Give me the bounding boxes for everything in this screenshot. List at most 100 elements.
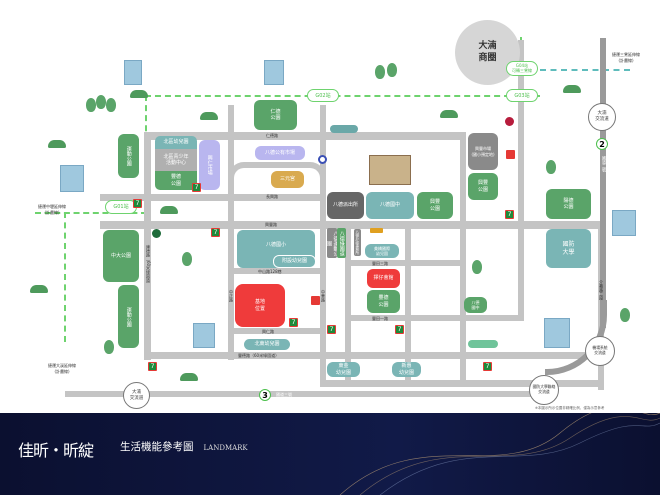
yangde-park: 陽德 公園 — [546, 189, 591, 219]
car-icon — [468, 340, 498, 348]
police-station: 八德派出所 — [327, 192, 364, 219]
convenience-store-icon: 7 — [505, 210, 514, 219]
tree-icon — [104, 340, 114, 354]
highway-2-label: 國道二號 — [602, 156, 607, 172]
convenience-store-icon: 7 — [327, 325, 336, 334]
site-location: 基地 位置 — [235, 284, 285, 327]
mrt-line-top — [145, 95, 540, 97]
road-fengtian3 — [345, 260, 463, 266]
brand-logo: 佳昕・昕綻 — [18, 441, 94, 460]
convenience-store-icon: 7 — [483, 362, 492, 371]
road-label-fengtian3: 豐田三路 — [372, 261, 388, 266]
tree-icon — [620, 308, 630, 322]
building-icon — [124, 60, 142, 85]
bush-icon — [30, 285, 48, 293]
road-v3 — [320, 105, 326, 387]
ok-mart-icon — [506, 150, 515, 159]
building-icon — [612, 210, 636, 236]
road-label-zhonghua: 中華路 — [321, 290, 326, 302]
starbucks-icon — [152, 229, 161, 238]
tree-icon — [182, 252, 192, 266]
tree-icon — [546, 160, 556, 174]
tree-icon — [375, 65, 385, 79]
footer-banner: 佳昕・昕綻 生活機能參考圖 LANDMARK — [0, 413, 660, 495]
bush-icon — [48, 140, 66, 148]
interchange-danan: 大湳 交流道 — [588, 103, 616, 131]
road-fengtian1 — [345, 315, 520, 321]
road-v4 — [345, 225, 351, 385]
xinhui-kindergarten: 新惠 幼兒園 — [392, 362, 421, 377]
mrt-line-daxi — [64, 212, 66, 342]
tree-icon — [106, 98, 116, 112]
station-g03[interactable]: G03站 — [506, 89, 538, 102]
label-sanying-ext: 捷運三鶯延伸線 (計畫線) — [612, 52, 640, 63]
footer-title-row: 生活機能參考圖 LANDMARK — [120, 439, 248, 454]
label-zhongli-ext: 捷運中壢延伸線 (計畫線) — [38, 204, 66, 215]
fengde-park: 豐德 公園 — [155, 171, 197, 190]
building-icon — [60, 165, 84, 192]
rende-park: 仁德 公園 — [254, 100, 297, 130]
road-v5 — [405, 225, 411, 385]
interchange-danan-bottom: 大湳 交流道 — [123, 382, 150, 409]
bush-icon — [200, 112, 218, 120]
road-label-xingren: 興仁路 — [262, 329, 274, 334]
interchange-airport: 機場系統 交流道 — [585, 336, 615, 366]
xingfeng-park: 興豐 公園 — [417, 192, 453, 219]
tree-icon — [86, 98, 96, 112]
road-changxing — [100, 194, 325, 201]
pharmacy-icon — [311, 296, 320, 305]
sports-park-south: 運動公園 — [118, 285, 139, 348]
bush-icon — [440, 110, 458, 118]
bush-icon — [180, 373, 198, 381]
convenience-store-icon: 7 — [289, 318, 298, 327]
convenience-store-icon: 7 — [133, 199, 142, 208]
highway-3-label: 國道三號 — [276, 392, 292, 397]
road-v6 — [460, 132, 466, 387]
road-v2 — [228, 105, 234, 360]
label-daxi-ext: 捷運大溪延伸線 (計畫線) — [48, 363, 76, 374]
building-icon — [193, 323, 215, 348]
building-icon — [544, 318, 570, 348]
xingfeng-park-2: 興豐 公園 — [468, 173, 498, 200]
road-rende — [145, 132, 463, 140]
road-xingren — [228, 328, 323, 334]
bade-junior-high-2: 八德 國中 — [464, 297, 487, 313]
zezai-hall: 擇仔會館 — [367, 269, 400, 288]
disclaimer: ※本圖示所示位置非精確比例，僅為示意參考 — [535, 406, 605, 410]
fengde-park-2: 豐德 公園 — [367, 290, 400, 313]
road-label-xingfeng: 興豐路 — [265, 222, 277, 227]
road-label-rende: 仁德路 — [266, 133, 278, 138]
market-reserved: 興豐市場 (國小預定地) — [468, 133, 498, 170]
highway-2-shield: 2 — [596, 138, 608, 150]
wave-decoration — [339, 413, 660, 495]
store-icon — [505, 117, 514, 126]
mrt-line-mid — [35, 212, 147, 214]
road-v8 — [518, 40, 524, 230]
bade-junior-high: 八德國中 — [366, 192, 414, 219]
school-building-icon — [369, 155, 411, 185]
interchange-ndu: 國防大學聯絡 交流道 — [529, 375, 559, 405]
sports-park-north: 運動公園 — [118, 134, 139, 178]
road-label-jieshou: 介壽路二段 — [599, 280, 604, 300]
road-label-jiande: 建德路（60米綠園道） — [146, 245, 151, 287]
station-g04[interactable]: G04站 可轉三鶯線 — [506, 61, 538, 76]
car-icon — [330, 125, 358, 133]
bade-sports-park: 八德運動公園 — [326, 228, 339, 258]
youth-center: 北區青少年 活動中心 — [155, 149, 197, 171]
commercial-area-label: 大湳 商圈 — [478, 40, 497, 63]
station-g02[interactable]: G02站 — [307, 89, 339, 102]
footer-title: 生活機能參考圖 — [120, 441, 194, 453]
road-fengde — [145, 352, 603, 359]
road-label-zhongzheng: 中正路 — [229, 290, 234, 302]
mrt-line-sanying — [540, 69, 630, 71]
road-xingfeng — [100, 221, 605, 229]
road-zhongshan128 — [228, 268, 323, 274]
road-v7 — [518, 225, 524, 321]
road-label-zhongshan128: 中山路128巷 — [258, 269, 282, 274]
building-icon — [264, 60, 284, 85]
beidong-kindergarten: 北東幼兒園 — [244, 339, 290, 350]
convenience-store-icon: 7 — [395, 325, 404, 334]
highway-3-shield: 3 — [259, 389, 271, 401]
road-label-changxing: 長興路 — [266, 194, 278, 199]
sanyuan-temple: 三元宮 — [271, 171, 304, 188]
